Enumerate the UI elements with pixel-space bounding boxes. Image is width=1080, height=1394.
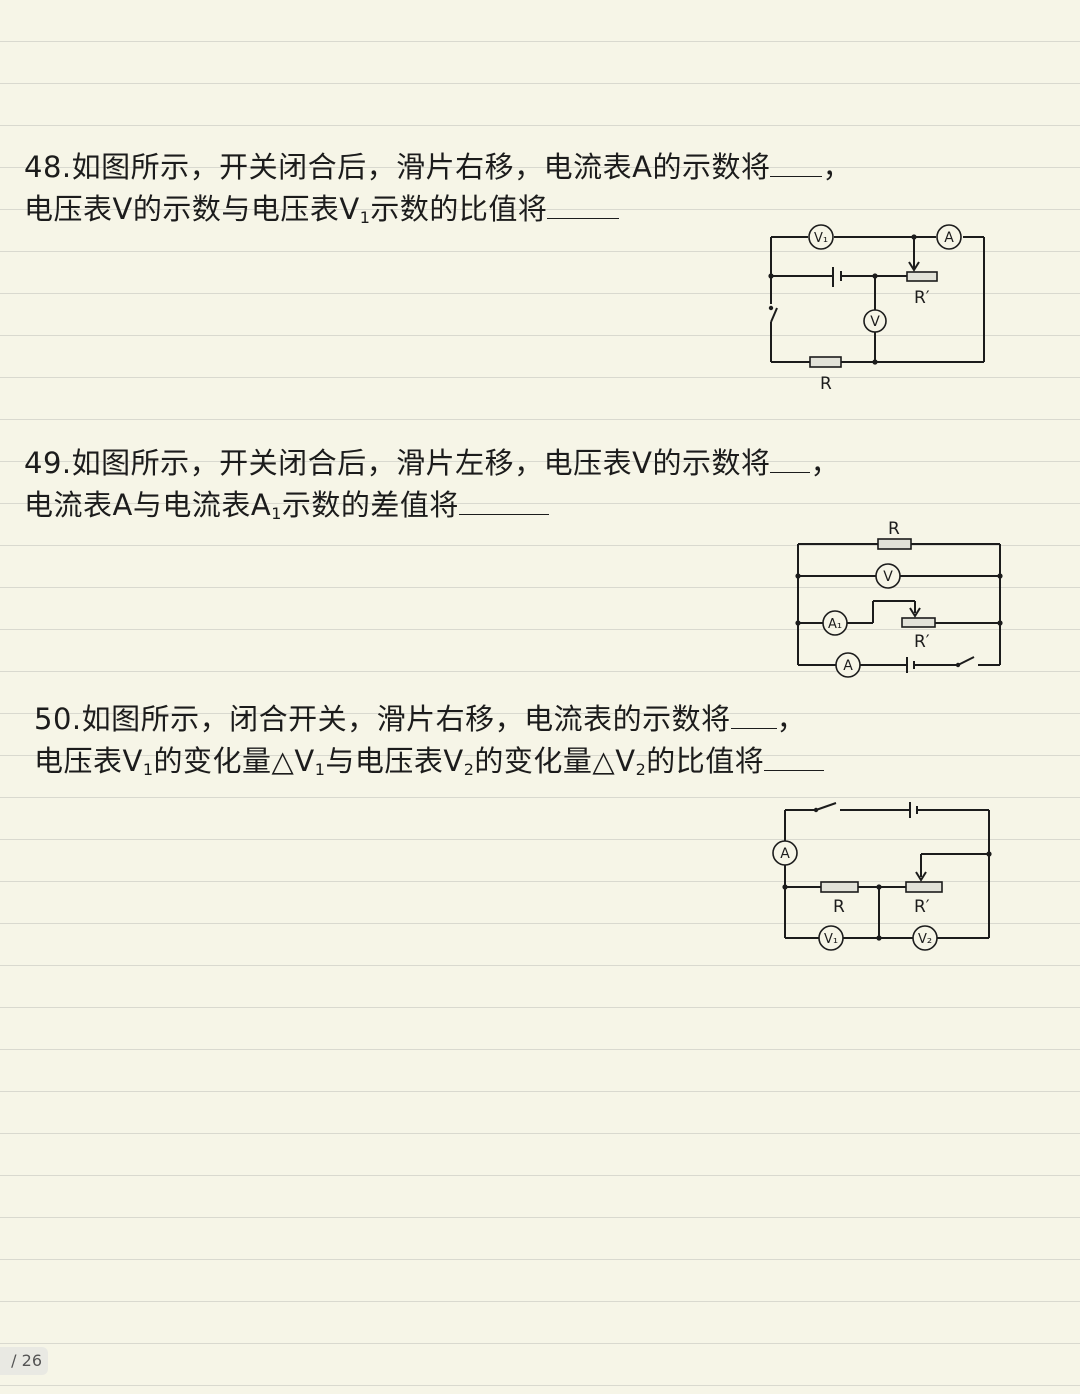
label-r-prime: R′ <box>914 288 930 308</box>
question-50-line-2: 电压表V1的变化量△V1与电压表V2的变化量△V2的比值将 <box>34 740 825 782</box>
svg-text:A: A <box>780 846 790 862</box>
label-r: R <box>833 897 845 917</box>
svg-text:V: V <box>883 569 893 585</box>
question-48-text-1: 48.如图所示，开关闭合后，滑片右移，电流表A的示数将 <box>24 150 771 184</box>
question-50-text-6: 的比值将 <box>646 744 765 778</box>
question-49-line-2: 电流表A与电流表A1示数的差值将 <box>24 484 840 526</box>
resistor-r <box>877 538 912 550</box>
svg-text:V₁: V₁ <box>814 231 828 246</box>
circuit-diagram-50: R R′ A V₁ V₂ <box>772 802 992 951</box>
question-49-text-2: 电流表A与电流表A <box>24 488 272 522</box>
answer-blank-48b[interactable] <box>547 192 620 219</box>
answer-blank-49a[interactable] <box>770 446 811 473</box>
ammeter-a: A <box>936 224 962 250</box>
voltmeter-v1: V₁ <box>808 224 834 250</box>
question-48: 48.如图所示，开关闭合后，滑片右移，电流表A的示数将 ， 电压表V的示数与电压表… <box>24 146 852 230</box>
subscript: 1 <box>314 760 326 779</box>
answer-blank-50a[interactable] <box>730 702 777 729</box>
voltmeter-v: V <box>863 309 887 333</box>
label-r-prime: R′ <box>914 632 930 652</box>
voltmeter-v2: V₂ <box>912 925 938 951</box>
answer-blank-48a[interactable] <box>770 150 823 177</box>
question-49-line-1: 49.如图所示，开关闭合后，滑片左移，电压表V的示数将 ， <box>24 442 840 484</box>
question-48-text-2: 电压表V的示数与电压表V <box>24 192 360 226</box>
page-indicator: / 26 <box>0 1347 48 1375</box>
subscript: 1 <box>359 208 371 227</box>
resistor-r <box>809 356 842 368</box>
question-50-text-3: 的变化量△V <box>153 744 315 778</box>
question-49-comma: ， <box>810 446 840 480</box>
subscript: 2 <box>635 760 647 779</box>
question-50: 50.如图所示，闭合开关，滑片右移，电流表的示数将， 电压表V1的变化量△V1与… <box>34 698 825 782</box>
voltmeter-v1: V₁ <box>818 925 844 951</box>
svg-text:V: V <box>870 314 880 330</box>
question-49-text-3: 示数的差值将 <box>281 488 459 522</box>
voltmeter-v: V <box>875 563 901 589</box>
ammeter-a1: A₁ <box>822 610 848 636</box>
svg-text:A₁: A₁ <box>828 617 842 632</box>
question-49-text-1: 49.如图所示，开关闭合后，滑片左移，电压表V的示数将 <box>24 446 771 480</box>
label-r: R <box>820 374 832 394</box>
subscript: 1 <box>271 504 282 523</box>
label-r-prime: R′ <box>914 897 930 917</box>
svg-text:A: A <box>843 658 853 674</box>
rheostat-r-prime <box>905 881 943 893</box>
answer-blank-50b[interactable] <box>764 744 825 771</box>
question-48-comma: ， <box>822 150 852 184</box>
question-50-comma: ， <box>776 702 807 736</box>
answer-blank-49b[interactable] <box>458 488 549 515</box>
svg-text:A: A <box>944 230 954 246</box>
question-50-line-1: 50.如图所示，闭合开关，滑片右移，电流表的示数将 ， <box>34 698 824 740</box>
question-50-text-5: 的变化量△V <box>474 744 636 778</box>
question-48-line-1: 48.如图所示，开关闭合后，滑片右移，电流表A的示数将 ， <box>24 146 852 188</box>
rheostat-r-prime <box>901 617 936 628</box>
circuit-diagram-49: R R′ V <box>795 519 1003 678</box>
question-48-text-3: 示数的比值将 <box>370 192 548 226</box>
page-count-text: / 26 <box>11 1351 42 1370</box>
svg-text:V₂: V₂ <box>918 932 932 947</box>
question-50-text-1: 50.如图所示，闭合开关，滑片右移，电流表的示数将 <box>34 702 731 736</box>
question-50-text-4: 与电压表V <box>325 744 464 778</box>
subscript: 1 <box>142 760 154 779</box>
subscript: 2 <box>463 760 475 779</box>
ammeter-a: A <box>835 652 861 678</box>
rheostat-r-prime <box>906 271 938 282</box>
resistor-r <box>820 881 859 893</box>
question-50-text-2: 电压表V <box>34 744 143 778</box>
ammeter-a: A <box>772 840 798 866</box>
svg-text:V₁: V₁ <box>824 932 838 947</box>
question-48-line-2: 电压表V的示数与电压表V1示数的比值将 <box>24 188 852 230</box>
question-49: 49.如图所示，开关闭合后，滑片左移，电压表V的示数将 ， 电流表A与电流表A1示… <box>24 442 840 526</box>
circuit-diagram-48: R′ R V₁ A V <box>768 224 985 394</box>
label-r: R <box>888 519 900 539</box>
